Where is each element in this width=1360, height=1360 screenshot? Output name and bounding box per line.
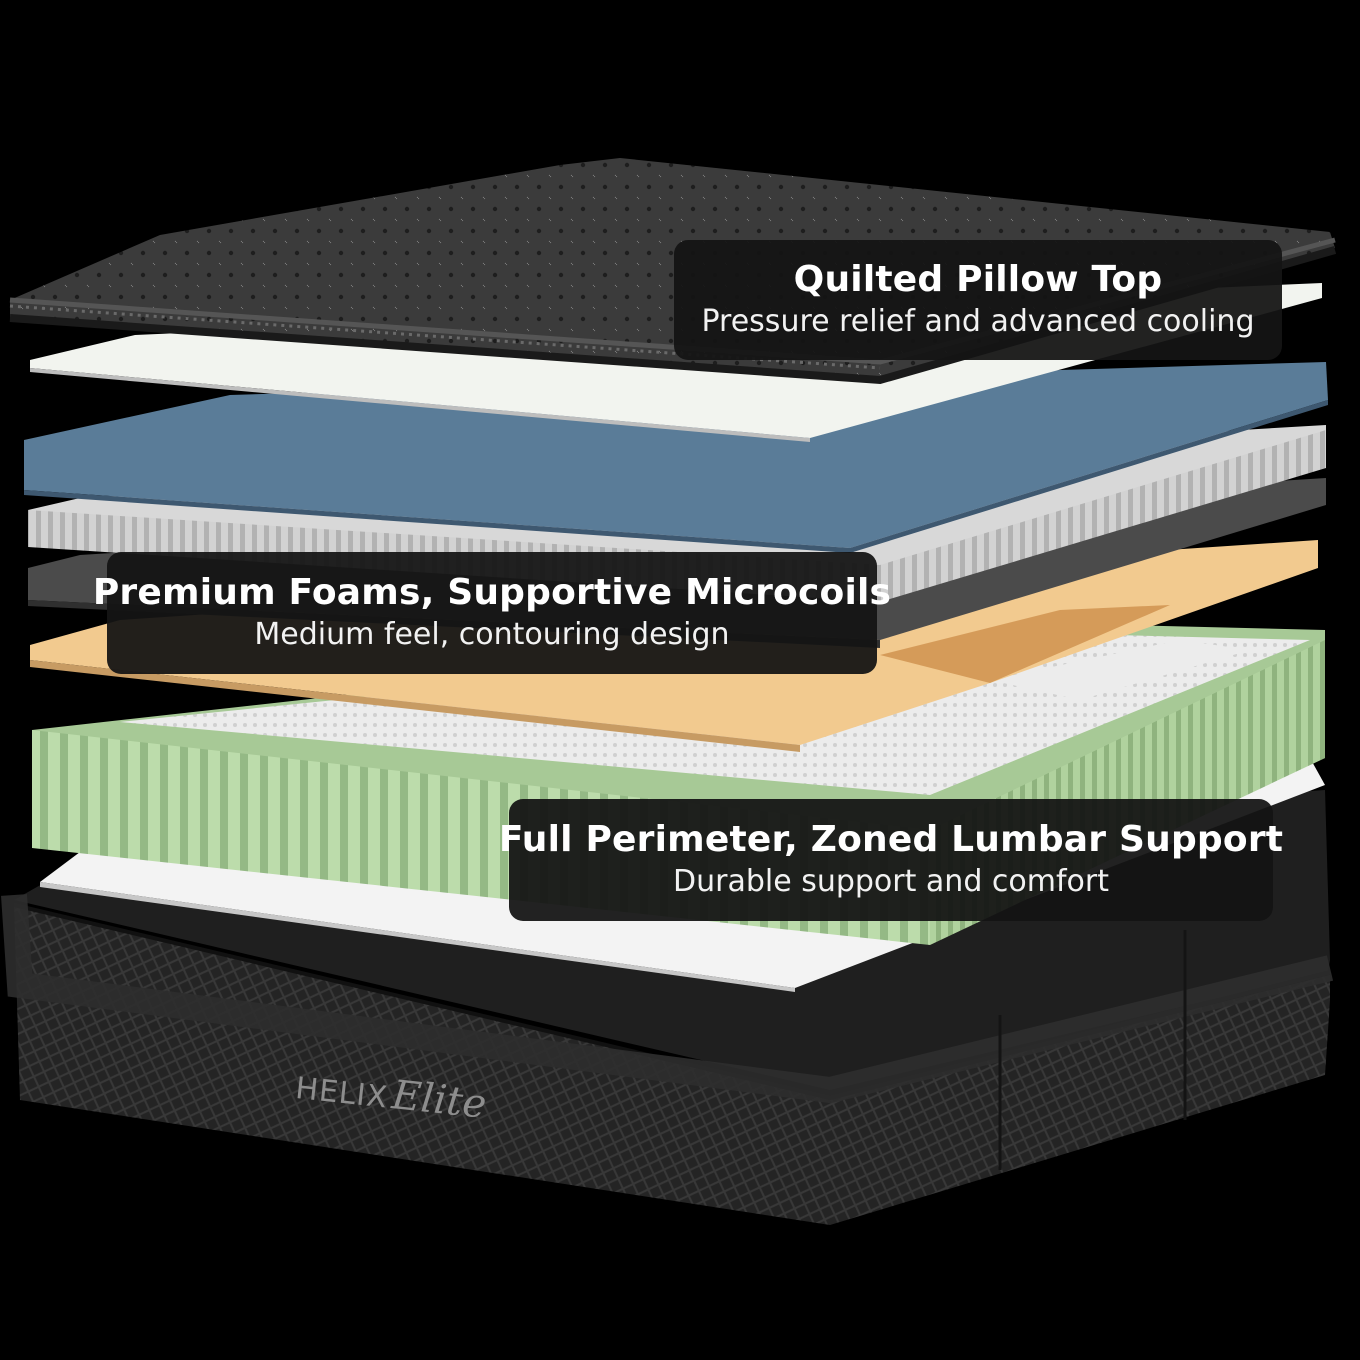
callout-pillow-top: Quilted Pillow Top Pressure relief and a… (674, 240, 1282, 360)
brand-script: Elite (389, 1072, 489, 1128)
callout-title: Full Perimeter, Zoned Lumbar Support (498, 819, 1284, 860)
layer-blue-foam (24, 362, 1328, 553)
callout-subtitle: Pressure relief and advanced cooling (701, 304, 1255, 339)
callout-title: Premium Foams, Supportive Microcoils (92, 572, 892, 613)
callout-subtitle: Durable support and comfort (673, 864, 1109, 899)
callout-lumbar-support: Full Perimeter, Zoned Lumbar Support Dur… (499, 799, 1283, 921)
callout-foams-microcoils: Premium Foams, Supportive Microcoils Med… (93, 552, 891, 674)
callout-title: Quilted Pillow Top (793, 259, 1163, 300)
callout-subtitle: Medium feel, contouring design (254, 617, 730, 652)
brand-word: HELIX (293, 1071, 390, 1116)
